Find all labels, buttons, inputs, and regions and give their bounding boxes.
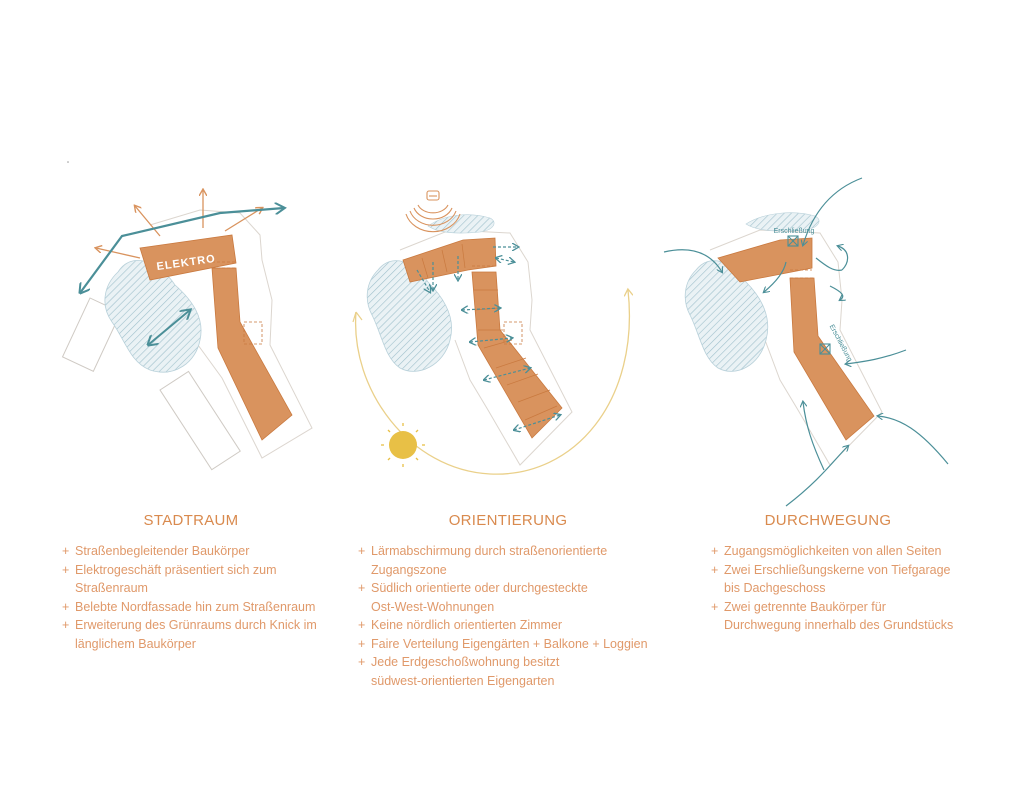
building-long-wing xyxy=(789,277,875,441)
green-strip xyxy=(745,212,820,232)
bullet-item: Faire Verteilung Eigengärten + Balkone +… xyxy=(358,635,678,654)
core-icon xyxy=(787,235,799,247)
orientation-arrows xyxy=(416,247,560,430)
bullet-item: Lärmabschirmung durch straßenorientierte… xyxy=(358,542,678,579)
bullet-item: Elektrogeschäft präsentiert sich zumStra… xyxy=(62,561,352,598)
plot-outline xyxy=(399,229,573,466)
durchwegung-bullets: Zugangsmöglichkeiten von allen Seiten Zw… xyxy=(711,542,1001,635)
durchwegung-diagram: Erschließung Erschließung xyxy=(663,177,949,507)
panel-title-durchwegung: DURCHWEGUNG xyxy=(764,512,892,529)
erschliessung-label-north: Erschließung xyxy=(774,228,815,235)
green-strip xyxy=(427,214,495,234)
sun-path xyxy=(354,290,630,475)
stadtraum-bullets: Straßenbegleitender Baukörper Elektroges… xyxy=(62,542,352,653)
bullet-item: Straßenbegleitender Baukörper xyxy=(62,542,352,561)
panel-title-orientierung: ORIENTIERUNG xyxy=(448,512,568,529)
bullet-item: Südlich orientierte oder durchgesteckteO… xyxy=(358,579,678,616)
bullet-item: Jede Erdgeschoßwohnung besitztsüdwest-or… xyxy=(358,653,678,690)
street-arrow xyxy=(80,208,284,293)
access-paths xyxy=(663,177,949,507)
orientierung-diagram xyxy=(352,190,630,475)
panel-title-stadtraum: STADTRAUM xyxy=(143,512,239,529)
bullet-item: Zwei getrennte Baukörper fürDurchwegung … xyxy=(711,598,1001,635)
neighbour-building xyxy=(159,370,241,471)
building-long-wing xyxy=(211,267,293,441)
car-noise-icon xyxy=(405,190,461,233)
plot-outline xyxy=(709,229,883,466)
building-north-wing xyxy=(717,237,813,283)
bullet-item: Zwei Erschließungskerne von Tiefgaragebi… xyxy=(711,561,1001,598)
bullet-item: Erweiterung des Grünraums durch Knick im… xyxy=(62,616,352,653)
orientierung-bullets: Lärmabschirmung durch straßenorientierte… xyxy=(358,542,678,690)
orange-arrow xyxy=(96,248,141,259)
stadtraum-diagram: ELEKTRO xyxy=(61,161,313,471)
sun-icon xyxy=(381,423,425,467)
building-long-wing xyxy=(471,271,563,439)
bullet-item: Zugangsmöglichkeiten von allen Seiten xyxy=(711,542,1001,561)
bullet-item: Keine nördlich orientierten Zimmer xyxy=(358,616,678,635)
core-icon xyxy=(819,343,831,355)
bullet-item: Belebte Nordfassade hin zum Straßenraum xyxy=(62,598,352,617)
green-expansion-arrow xyxy=(148,310,190,345)
